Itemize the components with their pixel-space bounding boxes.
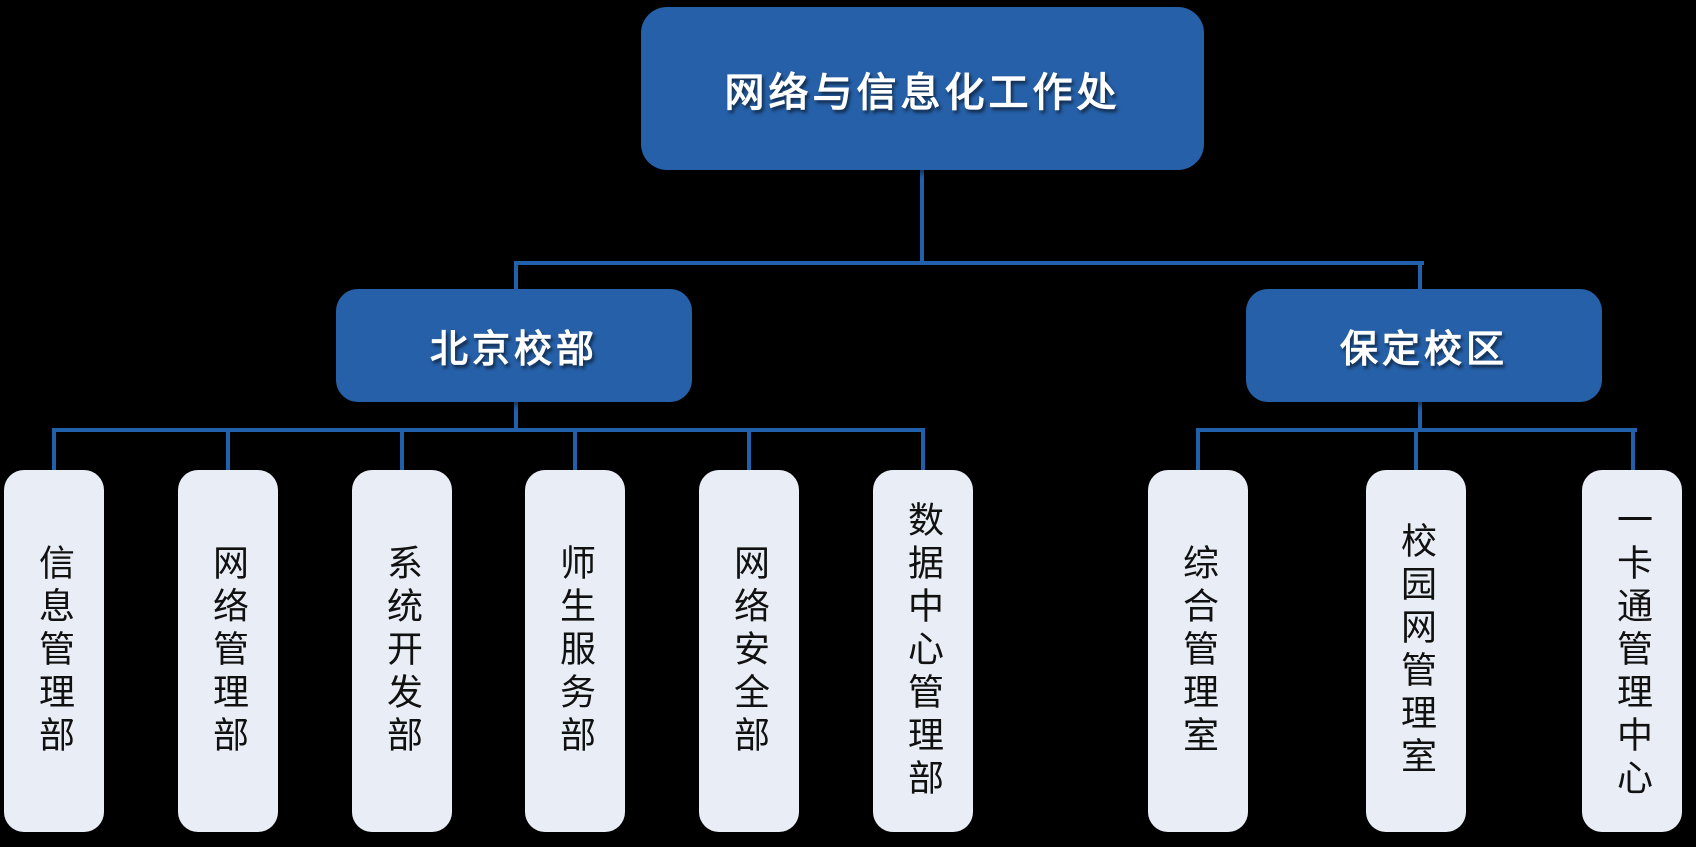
- node-beijing-campus: 北京校部: [336, 289, 692, 402]
- connector-root-vertical: [920, 170, 924, 263]
- connector-branch-horizontal: [514, 261, 1424, 265]
- leaf-system-development-dept: 系统开发部: [352, 470, 452, 832]
- connector-leaf-drop-3: [400, 428, 404, 472]
- connector-leaf-drop-4: [573, 428, 577, 472]
- leaf-info-management-dept: 信息管理部: [4, 470, 104, 832]
- connector-leaf-drop-2: [226, 428, 230, 472]
- leaf-faculty-student-service-dept: 师生服务部: [525, 470, 625, 832]
- leaf-network-management-dept: 网络管理部: [178, 470, 278, 832]
- connector-leaf-drop-9: [1631, 428, 1635, 472]
- leaf-info-management-dept-label: 信息管理部: [34, 543, 75, 759]
- connector-leaf-drop-1: [52, 428, 56, 472]
- node-root-label: 网络与信息化工作处: [724, 70, 1121, 115]
- node-baoding-campus: 保定校区: [1246, 289, 1602, 402]
- leaf-network-management-dept-label: 网络管理部: [208, 543, 249, 759]
- leaf-data-center-management-dept: 数据中心管理部: [873, 470, 973, 832]
- connector-beijing-down: [514, 402, 518, 432]
- connector-leaf-drop-5: [747, 428, 751, 472]
- leaf-onecard-management-center-label: 一卡通管理中心: [1612, 500, 1653, 802]
- leaf-general-management-office: 综合管理室: [1148, 470, 1248, 832]
- connector-beijing-leaf-horizontal: [52, 428, 925, 432]
- leaf-general-management-office-label: 综合管理室: [1178, 543, 1219, 759]
- leaf-campus-network-management-office: 校园网管理室: [1366, 470, 1466, 832]
- leaf-network-security-dept: 网络安全部: [699, 470, 799, 832]
- node-baoding-campus-label: 保定校区: [1339, 329, 1508, 371]
- leaf-system-development-dept-label: 系统开发部: [382, 543, 423, 759]
- connector-beijing-drop: [514, 261, 518, 289]
- connector-baoding-drop: [1418, 261, 1422, 289]
- connector-leaf-drop-7: [1196, 428, 1200, 472]
- connector-baoding-down: [1418, 402, 1422, 432]
- node-root: 网络与信息化工作处: [641, 7, 1204, 170]
- leaf-data-center-management-dept-label: 数据中心管理部: [903, 500, 944, 802]
- leaf-onecard-management-center: 一卡通管理中心: [1582, 470, 1682, 832]
- connector-leaf-drop-6: [921, 428, 925, 472]
- leaf-network-security-dept-label: 网络安全部: [729, 543, 770, 759]
- node-beijing-campus-label: 北京校部: [429, 329, 598, 371]
- connector-leaf-drop-8: [1414, 428, 1418, 472]
- leaf-campus-network-management-office-label: 校园网管理室: [1396, 522, 1437, 780]
- leaf-faculty-student-service-dept-label: 师生服务部: [555, 543, 596, 759]
